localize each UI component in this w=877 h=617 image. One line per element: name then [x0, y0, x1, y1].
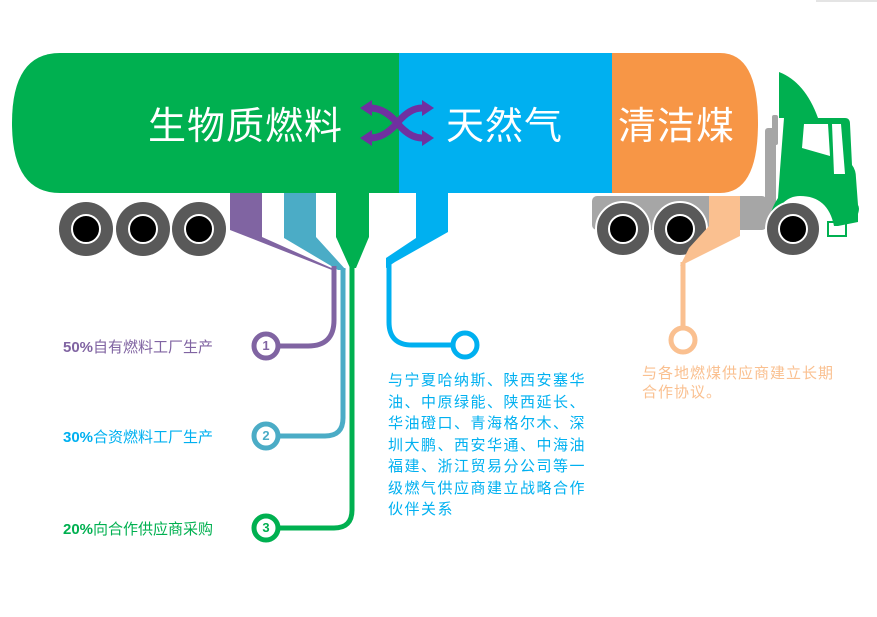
badge-number-2: 2 — [262, 428, 270, 443]
source-text: 自有燃料工厂生产 — [93, 338, 214, 356]
description-line: 伙伴关系 — [388, 500, 455, 518]
connector-line-gas — [386, 262, 454, 348]
tank-clean-coal — [612, 53, 758, 193]
funnel-natural-gas — [386, 193, 448, 268]
connector-line-3 — [276, 266, 355, 531]
description-line: 华油磴口、青海格尔木、深 — [388, 414, 587, 432]
badge-number-1: 1 — [262, 338, 270, 353]
funnel-clean-coal — [680, 196, 740, 266]
tank-biomass — [12, 53, 400, 193]
wheel — [595, 201, 651, 257]
source-label-supplier: 20%向合作供应商采购 — [63, 518, 213, 539]
description-line: 福建、浙江贸易分公司等一 — [388, 457, 587, 475]
tank-label-natural-gas: 天然气 — [446, 104, 564, 148]
funnel-supplier — [336, 193, 369, 268]
truck-wheels — [595, 201, 821, 257]
coal-node — [668, 325, 698, 355]
wheel — [652, 201, 708, 257]
gas-node — [450, 330, 480, 360]
source-percent: 20% — [63, 521, 94, 538]
source-percent: 30% — [63, 429, 94, 446]
connector-line-1 — [276, 266, 337, 349]
coal-supplier-description: 与各地燃煤供应商建立长期 合作协议。 — [642, 364, 834, 402]
source-label-jv-factory: 30%合资燃料工厂生产 — [63, 426, 213, 447]
description-line: 油、中原绿能、陕西延长、 — [388, 392, 587, 411]
badge-1 — [251, 331, 281, 361]
gas-supplier-description: 与宁夏哈纳斯、陕西安塞华 油、中原绿能、陕西延长、 华油磴口、青海格尔木、深 圳… — [388, 370, 586, 521]
description-line: 合作协议。 — [642, 383, 723, 401]
wheel — [172, 202, 226, 256]
description-line: 圳大鹏、西安华通、中海油 — [388, 435, 587, 454]
source-text: 向合作供应商采购 — [93, 520, 214, 538]
source-label-own-factory: 50%自有燃料工厂生产 — [63, 336, 213, 357]
badge-number-3: 3 — [262, 520, 270, 535]
tank-label-clean-coal: 清洁煤 — [618, 104, 736, 148]
top-edge-bar — [816, 0, 877, 2]
source-text: 合资燃料工厂生产 — [93, 428, 214, 446]
badge-3 — [251, 513, 281, 543]
wheel — [765, 201, 821, 257]
description-line: 级燃气供应商建立战略合作 — [388, 478, 587, 497]
funnel-own-factory — [230, 193, 336, 270]
source-percent: 50% — [63, 339, 94, 356]
badge-2 — [251, 421, 281, 451]
wheel — [116, 202, 170, 256]
description-line: 与宁夏哈纳斯、陕西安塞华 — [388, 371, 587, 389]
wheel — [59, 202, 113, 256]
connector-line-2 — [276, 268, 346, 439]
tank-natural-gas — [399, 53, 613, 193]
description-line: 与各地燃煤供应商建立长期 — [642, 364, 835, 382]
funnel-jv-factory — [284, 193, 346, 270]
truck-cab — [768, 72, 859, 237]
rear-wheels — [59, 202, 226, 256]
swap-arrows-icon — [360, 100, 434, 146]
tank-label-biomass: 生物质燃料 — [148, 104, 344, 148]
